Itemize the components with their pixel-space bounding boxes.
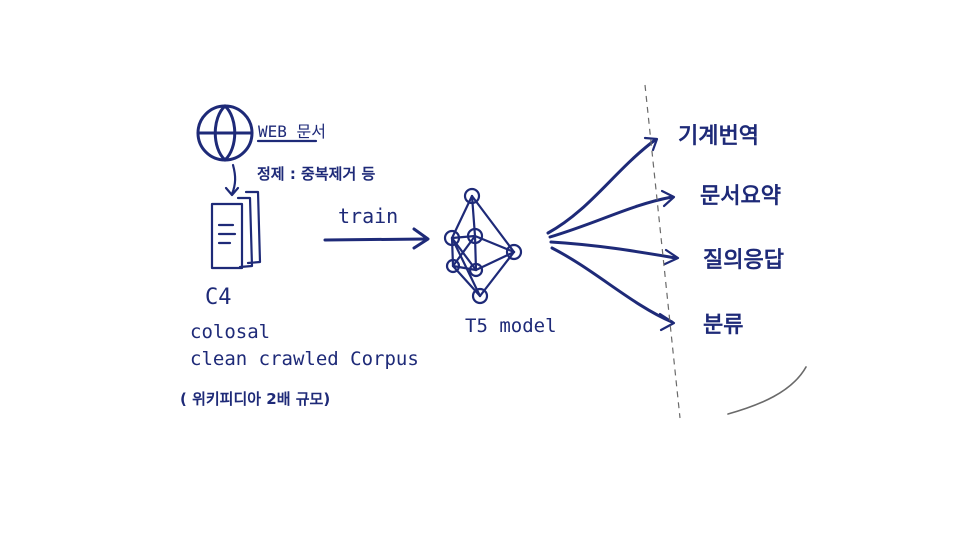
dataset-line-corpus: clean crawled Corpus: [190, 348, 419, 370]
pencil-stroke: [727, 366, 807, 415]
documents-icon: [210, 190, 262, 270]
neural-network-icon: [443, 187, 523, 305]
task-summarization: 문서요약: [700, 184, 781, 209]
model-label: T5 model: [465, 315, 557, 337]
train-label: train: [338, 204, 399, 228]
task-classification: 분류: [703, 313, 744, 338]
dataset-line-colosal: colosal: [190, 321, 271, 343]
dataset-line-size: ( 위키피디아 2배 규모): [180, 390, 331, 408]
dashed-divider: [644, 84, 681, 419]
train-arrow: [323, 227, 430, 250]
task-question-answering: 질의응답: [703, 248, 784, 273]
task-arrows: [546, 136, 680, 332]
task-machine-translation: 기계번역: [678, 124, 759, 149]
refine-label: 정제 : 중복제거 등: [257, 165, 376, 183]
web-documents-label: WEB 문서: [258, 122, 326, 141]
globe-icon: [196, 104, 254, 162]
refine-arrow: [224, 163, 240, 197]
dataset-name: C4: [205, 285, 232, 310]
